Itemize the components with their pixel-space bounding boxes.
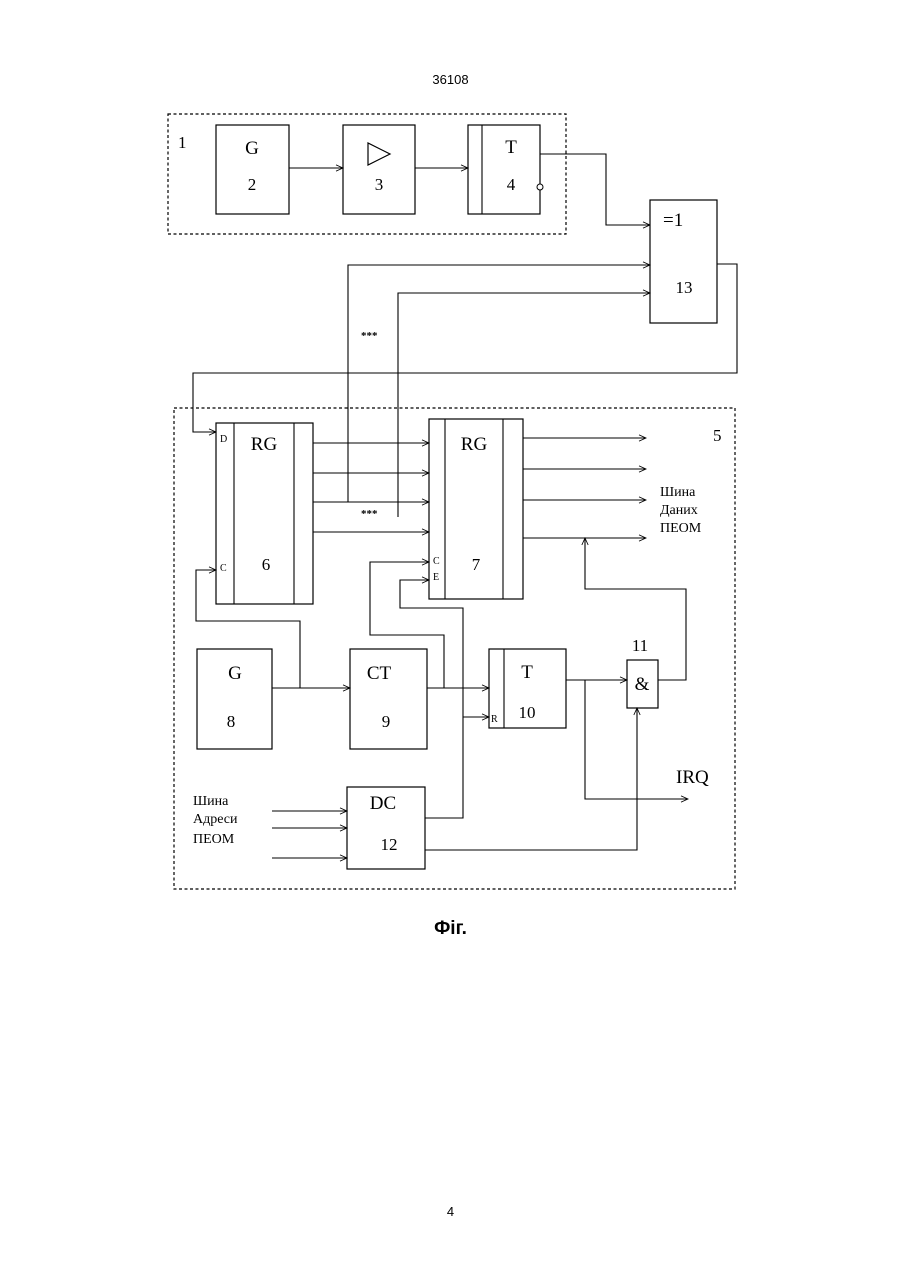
page-number: 4	[0, 1204, 901, 1219]
group-1-label: 1	[178, 133, 187, 152]
bus-mark-lower: ***	[361, 508, 378, 520]
register-7-pin-e: E	[433, 572, 439, 583]
decoder-12-number: 12	[381, 835, 398, 854]
trigger-10-pin-r: R	[491, 714, 498, 725]
generator-8-symbol: G	[228, 663, 242, 684]
generator-8-number: 8	[227, 712, 236, 731]
register-7-symbol: RG	[461, 434, 488, 455]
counter-9-number: 9	[382, 712, 391, 731]
decoder-12-symbol: DC	[370, 793, 396, 814]
address-bus-label-line-3: ПЕОМ	[193, 832, 235, 847]
register-6-number: 6	[262, 555, 271, 574]
trigger-10-symbol: T	[521, 662, 533, 683]
register-6-pin-d: D	[220, 434, 227, 445]
irq-label: IRQ	[676, 767, 709, 788]
address-bus-label-line-1: Шина	[193, 794, 229, 809]
generator-2-number: 2	[248, 175, 257, 194]
trigger-4-number: 4	[507, 175, 516, 194]
register-6-pin-c: C	[220, 563, 227, 574]
xor-13-symbol: =1	[663, 210, 683, 231]
group-5-label: 5	[713, 426, 722, 445]
and-11-symbol: &	[635, 674, 650, 695]
register-7-pin-c: C	[433, 556, 440, 567]
bus-mark-upper: ***	[361, 330, 378, 342]
address-bus-label-line-2: Адреси	[193, 812, 238, 827]
register-7-number: 7	[472, 555, 481, 574]
and-11-number: 11	[632, 636, 648, 655]
xor-13-number: 13	[676, 278, 693, 297]
xor-13-block	[650, 200, 717, 323]
data-bus-label-line-2: Даних	[660, 503, 698, 518]
figure-caption: Фіг.	[0, 918, 901, 940]
trigger-4-block	[468, 125, 540, 214]
amplifier-3-block	[343, 125, 415, 214]
counter-9-symbol: CT	[367, 663, 392, 684]
data-bus-label-line-3: ПЕОМ	[660, 521, 702, 536]
generator-2-symbol: G	[245, 138, 259, 159]
data-bus-label-line-1: Шина	[660, 485, 696, 500]
register-6-symbol: RG	[251, 434, 278, 455]
amplifier-3-number: 3	[375, 175, 384, 194]
inverted-output-icon	[537, 184, 543, 190]
trigger-10-number: 10	[519, 703, 536, 722]
trigger-4-symbol: T	[505, 137, 517, 158]
